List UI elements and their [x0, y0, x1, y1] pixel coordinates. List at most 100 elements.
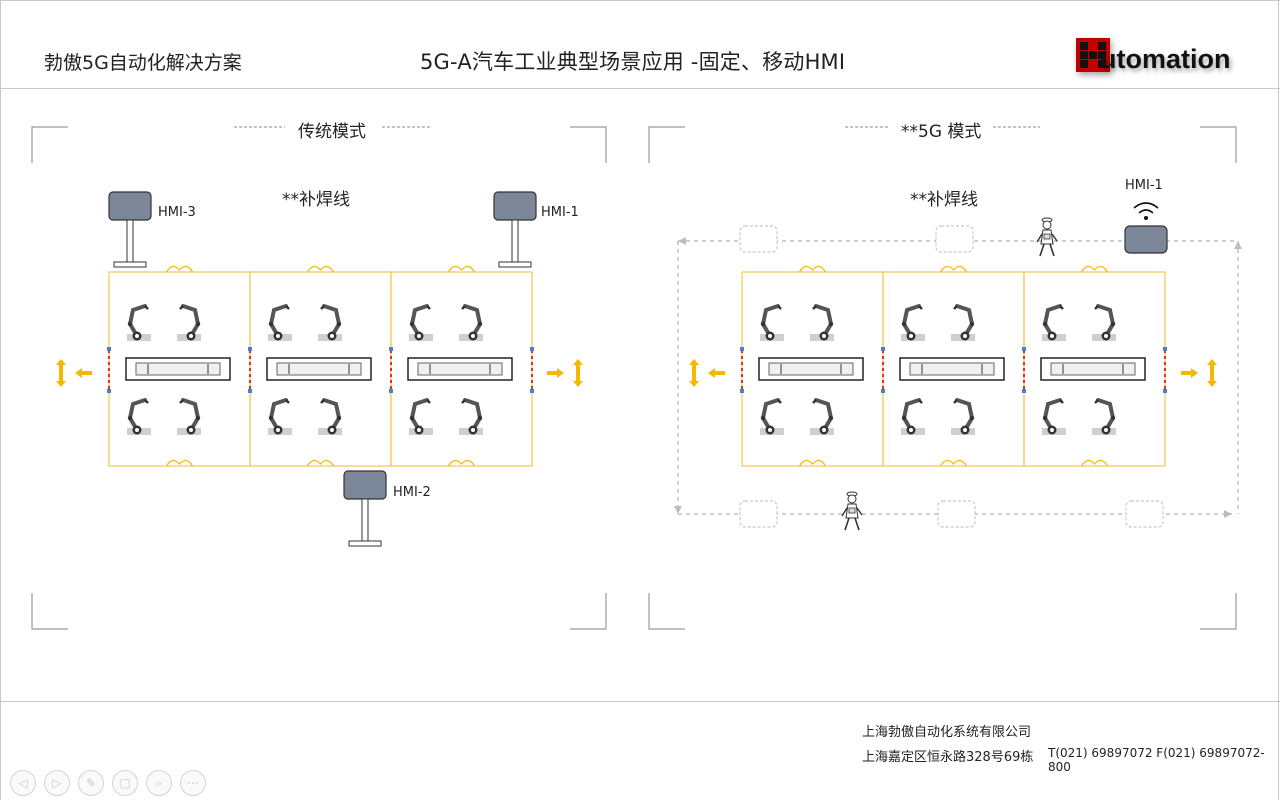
- logo-mark: [1076, 38, 1110, 72]
- traditional-robot-1-3: [127, 398, 151, 435]
- fiveg-mode-title: **5G 模式: [895, 117, 988, 142]
- prev-icon[interactable]: ◁: [10, 770, 36, 796]
- traditional-robot-2-3: [268, 398, 292, 435]
- fiveg-robot-3-1: [1042, 304, 1066, 341]
- fiveg-door-top-1: [798, 265, 827, 273]
- fiveg-door-bottom-1: [798, 459, 827, 467]
- automation-logo: utomation: [1076, 38, 1256, 88]
- station-slot-2: [935, 225, 974, 253]
- traditional-right-arrows-horizontal: [547, 368, 564, 378]
- fiveg-robot-3-2: [1092, 304, 1116, 341]
- wifi-arc-2: [1133, 202, 1159, 209]
- traditional-light-curtain-1-top: [107, 347, 111, 351]
- fiveg-robot-3-3: [1042, 398, 1066, 435]
- fiveg-robot-1-3: [760, 398, 784, 435]
- traditional-light-curtain-3-top: [389, 347, 393, 351]
- top-border: [0, 0, 1280, 1]
- operator-1-icon: [1036, 217, 1058, 257]
- traditional-fixture-inner-2: [276, 362, 362, 376]
- traditional-robot-2-2: [318, 304, 342, 341]
- station-slot-5: [1125, 500, 1164, 528]
- station-slot-1: [739, 225, 778, 253]
- fiveg-light-curtain-3-top: [1022, 347, 1026, 351]
- hmi-1-base: [498, 261, 532, 268]
- fiveg-right-arrows-updown: [1207, 359, 1217, 387]
- hmi-2-base: [348, 540, 382, 547]
- traditional-robot-3-1: [409, 304, 433, 341]
- fiveg-frame-corner-br: [1200, 593, 1237, 630]
- traditional-line-label: **补焊线: [282, 190, 350, 210]
- fiveg-light-curtain-4-top: [1163, 347, 1167, 351]
- hmi-3-base: [113, 261, 147, 268]
- slides-icon[interactable]: ▢: [112, 770, 138, 796]
- traditional-fixture-inner-1: [135, 362, 221, 376]
- fiveg-frame-corner-bl: [648, 593, 685, 630]
- fiveg-light-curtain-3-bottom: [1022, 389, 1026, 393]
- fiveg-left-arrows-updown: [689, 359, 699, 387]
- traditional-door-top-3: [447, 265, 476, 273]
- fiveg-light-curtain-2-bottom: [881, 389, 885, 393]
- traditional-robot-1-1: [127, 304, 151, 341]
- fiveg-fixture-inner-3: [1050, 362, 1136, 376]
- footer-divider: [0, 701, 1280, 702]
- fiveg-door-top-3: [1080, 265, 1109, 273]
- fiveg-door-top-2: [939, 265, 968, 273]
- traditional-robot-1-4: [177, 398, 201, 435]
- traditional-door-top-2: [306, 265, 335, 273]
- traditional-light-curtain-2-top: [248, 347, 252, 351]
- fiveg-robot-2-4: [951, 398, 975, 435]
- fiveg-left-arrows-horizontal: [708, 368, 725, 378]
- hmi-3-label: HMI-3: [158, 205, 196, 220]
- logo-text: utomation: [1100, 44, 1231, 74]
- fiveg-robot-3-4: [1092, 398, 1116, 435]
- traditional-frame-corner-br: [570, 593, 607, 630]
- fiveg-door-bottom-3: [1080, 459, 1109, 467]
- fiveg-robot-2-3: [901, 398, 925, 435]
- operator-2-icon: [841, 491, 863, 531]
- traditional-light-curtain-4-top: [530, 347, 534, 351]
- footer-contact: T(021) 69897072 F(021) 69897072-800: [1048, 746, 1265, 774]
- traditional-robot-1-2: [177, 304, 201, 341]
- traditional-fixture-inner-3: [417, 362, 503, 376]
- fiveg-light-curtain-1-bottom: [740, 389, 744, 393]
- traditional-frame-corner-tl: [31, 126, 68, 163]
- fiveg-robot-1-2: [810, 304, 834, 341]
- wifi-icon: [1144, 216, 1148, 220]
- hmi-1-label: HMI-1: [541, 205, 579, 220]
- footer-address: 上海嘉定区恒永路328号69栋: [862, 750, 1034, 765]
- hmi-2-label: HMI-2: [393, 485, 431, 500]
- hmi-3-pole: [126, 219, 134, 263]
- right-border: [1278, 0, 1279, 800]
- patrol-arrow-left: [678, 237, 686, 245]
- page-title: 5G-A汽车工业典型场景应用 -固定、移动HMI: [420, 50, 846, 74]
- traditional-right-arrows-updown: [573, 359, 583, 387]
- fiveg-robot-1-4: [810, 398, 834, 435]
- pen-icon[interactable]: ✎: [78, 770, 104, 796]
- traditional-left-arrows-updown: [56, 359, 66, 387]
- traditional-light-curtain-2-bottom: [248, 389, 252, 393]
- fiveg-right-arrows-horizontal: [1181, 368, 1198, 378]
- more-icon[interactable]: ⋯: [180, 770, 206, 796]
- zoom-icon[interactable]: ⌕: [146, 770, 172, 796]
- wifi-arc-1: [1138, 209, 1154, 214]
- fiveg-fixture-inner-2: [909, 362, 995, 376]
- traditional-light-curtain-4-bottom: [530, 389, 534, 393]
- station-slot-3: [739, 500, 778, 528]
- traditional-light-curtain-1-bottom: [107, 389, 111, 393]
- slideshow-toolbar: ◁ ▷ ✎ ▢ ⌕ ⋯: [10, 770, 206, 796]
- traditional-mode-title: 传统模式: [292, 117, 372, 142]
- fiveg-frame-corner-tr: [1200, 126, 1237, 163]
- fiveg-light-curtain-2-top: [881, 347, 885, 351]
- fiveg-robot-2-2: [951, 304, 975, 341]
- traditional-robot-3-2: [459, 304, 483, 341]
- hmi-2-pole: [361, 498, 369, 542]
- mobile-hmi-1-label: HMI-1: [1125, 178, 1163, 193]
- fiveg-fixture-inner-1: [768, 362, 854, 376]
- fiveg-robot-1-1: [760, 304, 784, 341]
- station-slot-4: [937, 500, 976, 528]
- next-icon[interactable]: ▷: [44, 770, 70, 796]
- traditional-door-bottom-2: [306, 459, 335, 467]
- hmi-1-pole: [511, 219, 519, 263]
- hmi-3-screen: [108, 191, 152, 221]
